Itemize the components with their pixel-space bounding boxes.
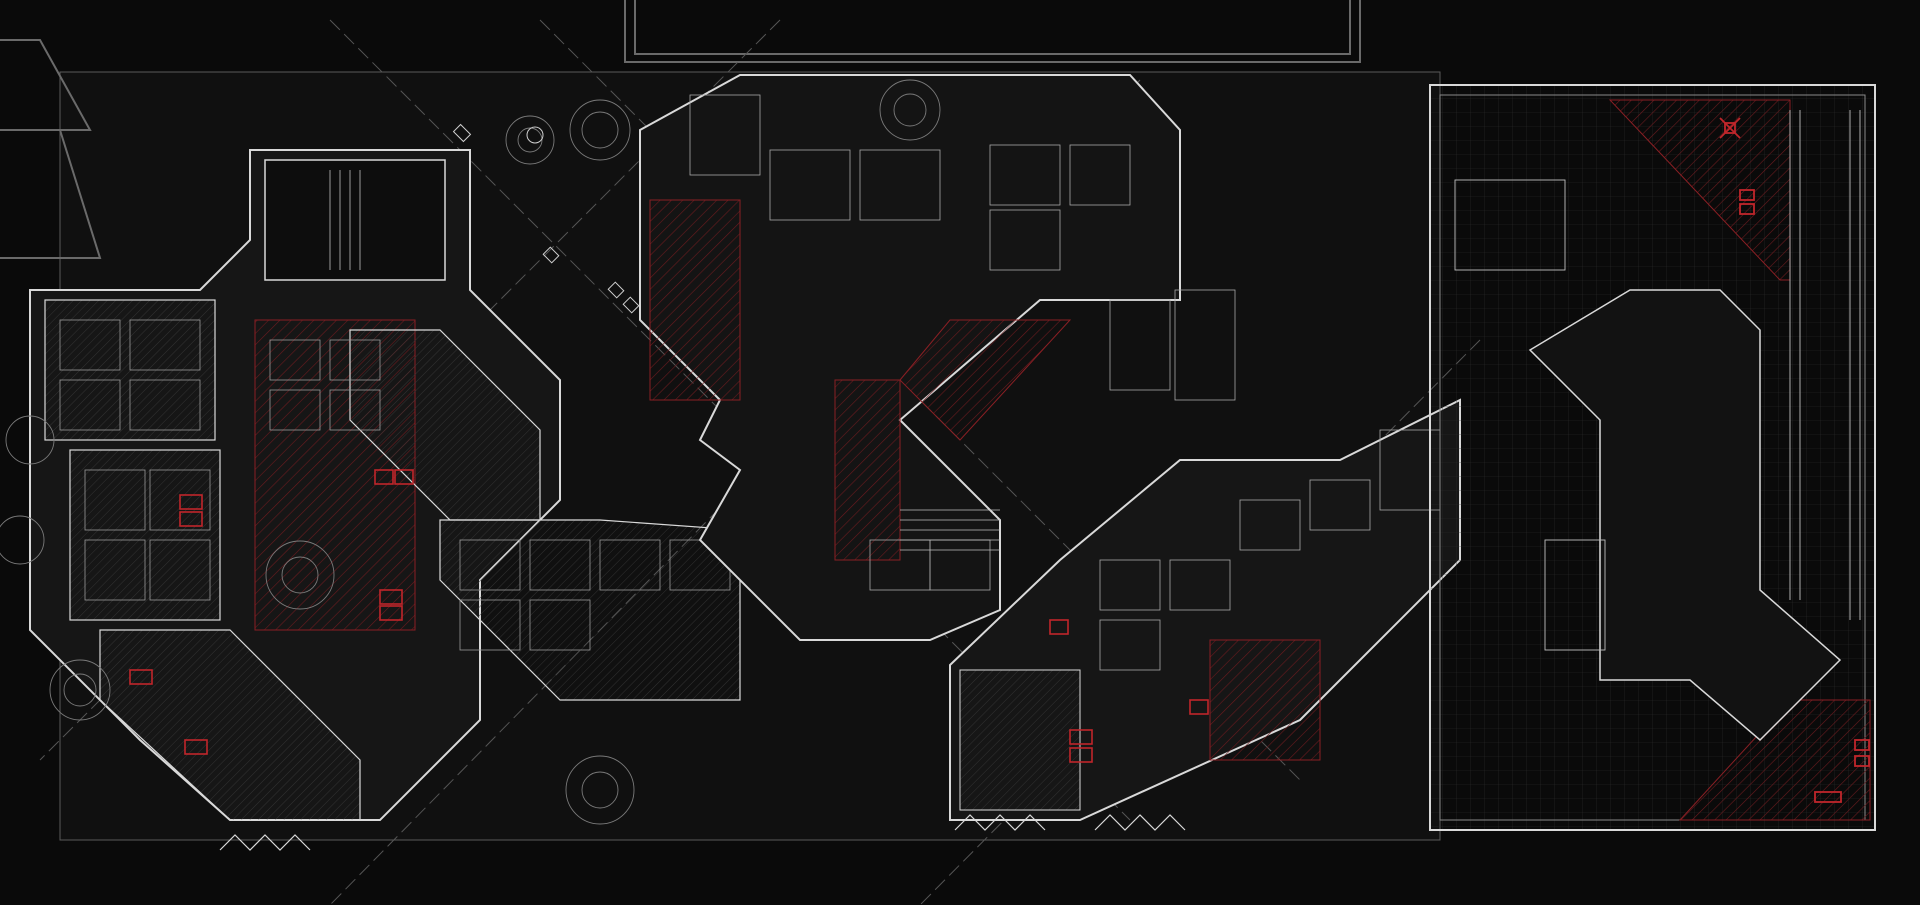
unit-lower-red <box>1209 639 1321 761</box>
right-red-zone-bottom <box>1678 699 1871 821</box>
central-stair <box>900 509 1000 551</box>
tree-icon <box>879 79 941 141</box>
tree-icon <box>49 659 111 721</box>
unit-central-red-2 <box>834 379 901 561</box>
unit-central-red-1 <box>649 199 741 401</box>
neighbouring-building-outline <box>0 0 1361 259</box>
central-block <box>639 74 1236 641</box>
unit-left-3 <box>99 629 361 821</box>
tree-icon <box>569 99 631 161</box>
vegetation <box>0 79 941 825</box>
tree-icon <box>0 515 45 565</box>
unit-lower-dark <box>959 669 1081 811</box>
unit-central-red-3 <box>899 319 1072 441</box>
tree-icon <box>5 415 55 465</box>
right-inner-unit <box>1528 289 1842 742</box>
right-building <box>1429 84 1876 831</box>
tree-icon <box>505 115 555 165</box>
left-wing <box>29 149 741 821</box>
outdoor-furniture <box>452 123 640 314</box>
tree-icon <box>565 755 635 825</box>
tree-icon <box>265 540 335 610</box>
facade-fins <box>219 814 1186 851</box>
stair-core <box>264 159 446 281</box>
central-block-footprint <box>639 74 1181 641</box>
